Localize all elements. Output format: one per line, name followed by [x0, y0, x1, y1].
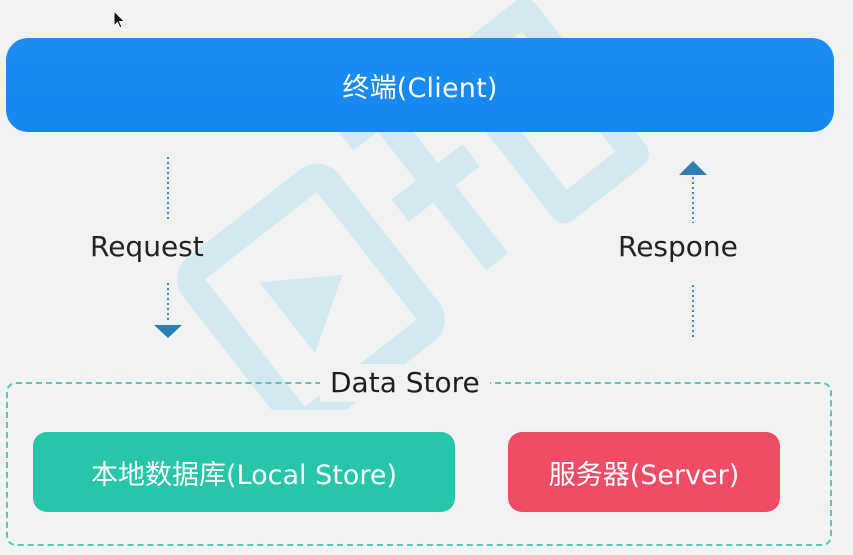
- response-arrow: [679, 161, 707, 339]
- server-node: 服务器(Server): [508, 432, 780, 512]
- local-store-label: 本地数据库(Local Store): [91, 459, 397, 491]
- server-label: 服务器(Server): [548, 459, 740, 491]
- client-label: 终端(Client): [342, 72, 498, 104]
- request-label: Request: [90, 230, 204, 263]
- local-store-node: 本地数据库(Local Store): [33, 432, 455, 512]
- client-node: 终端(Client): [6, 38, 834, 132]
- data-store-title: Data Store: [320, 364, 490, 402]
- request-arrow: [154, 157, 182, 338]
- mouse-cursor-icon: [113, 10, 126, 29]
- response-label: Respone: [618, 230, 738, 263]
